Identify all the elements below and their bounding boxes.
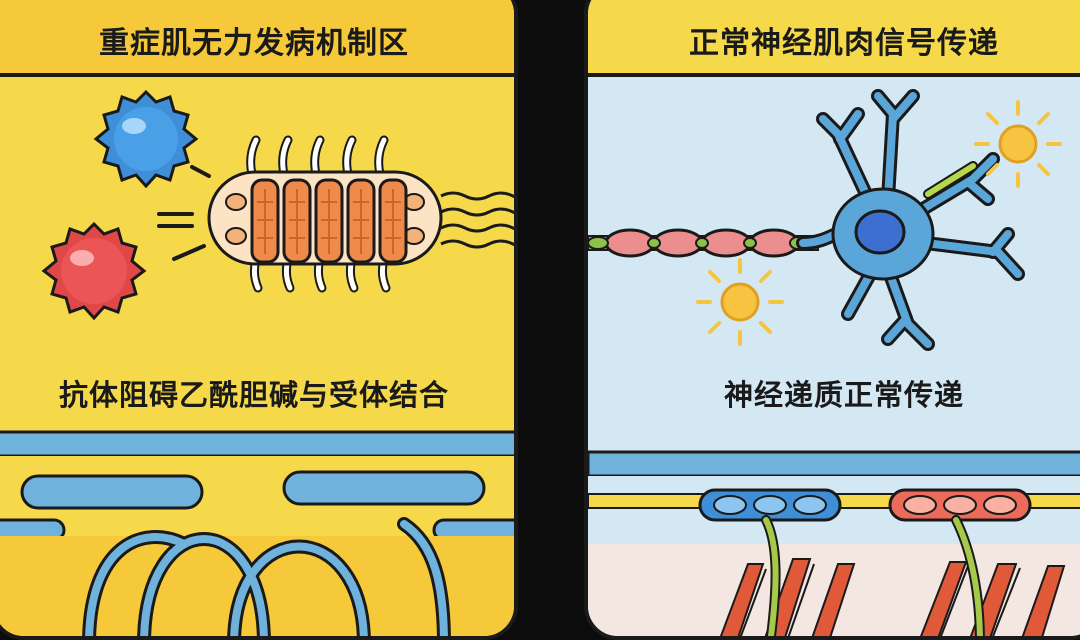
- synapse-membrane: [588, 450, 1080, 636]
- disease-mechanism-panel: 重症肌无力发病机制区: [0, 0, 518, 640]
- disease-mechanism-illustration: [0, 89, 514, 636]
- red-vesicle-group: [888, 488, 1032, 522]
- panel-title: 重症肌无力发病机制区: [99, 26, 409, 61]
- panel-header: 重症肌无力发病机制区: [0, 0, 514, 77]
- sun-top-right: [974, 100, 1062, 188]
- panel-caption: 抗体阻碍乙酰胆碱与受体结合: [58, 378, 449, 412]
- panel-title: 正常神经肌肉信号传递: [689, 26, 999, 61]
- sun-bottom-left: [696, 258, 784, 346]
- muscle-membrane: [0, 430, 514, 636]
- red-antibody-cell: [41, 221, 147, 321]
- normal-signal-panel: 正常神经肌肉信号传递: [584, 0, 1080, 640]
- blue-vesicle-group: [698, 488, 842, 522]
- neuron: [796, 89, 1025, 351]
- binding-lines: [157, 165, 211, 261]
- signal-waves: [440, 191, 514, 249]
- axon: [588, 228, 819, 258]
- panel-header: 正常神经肌肉信号传递: [588, 0, 1080, 77]
- normal-signal-illustration: [588, 89, 1080, 636]
- acetylcholine-receptor: [207, 170, 443, 266]
- blue-antibody-cell: [93, 89, 199, 189]
- panel-caption: 神经递质正常传递: [723, 378, 964, 412]
- muscle-fibers: [588, 544, 1080, 636]
